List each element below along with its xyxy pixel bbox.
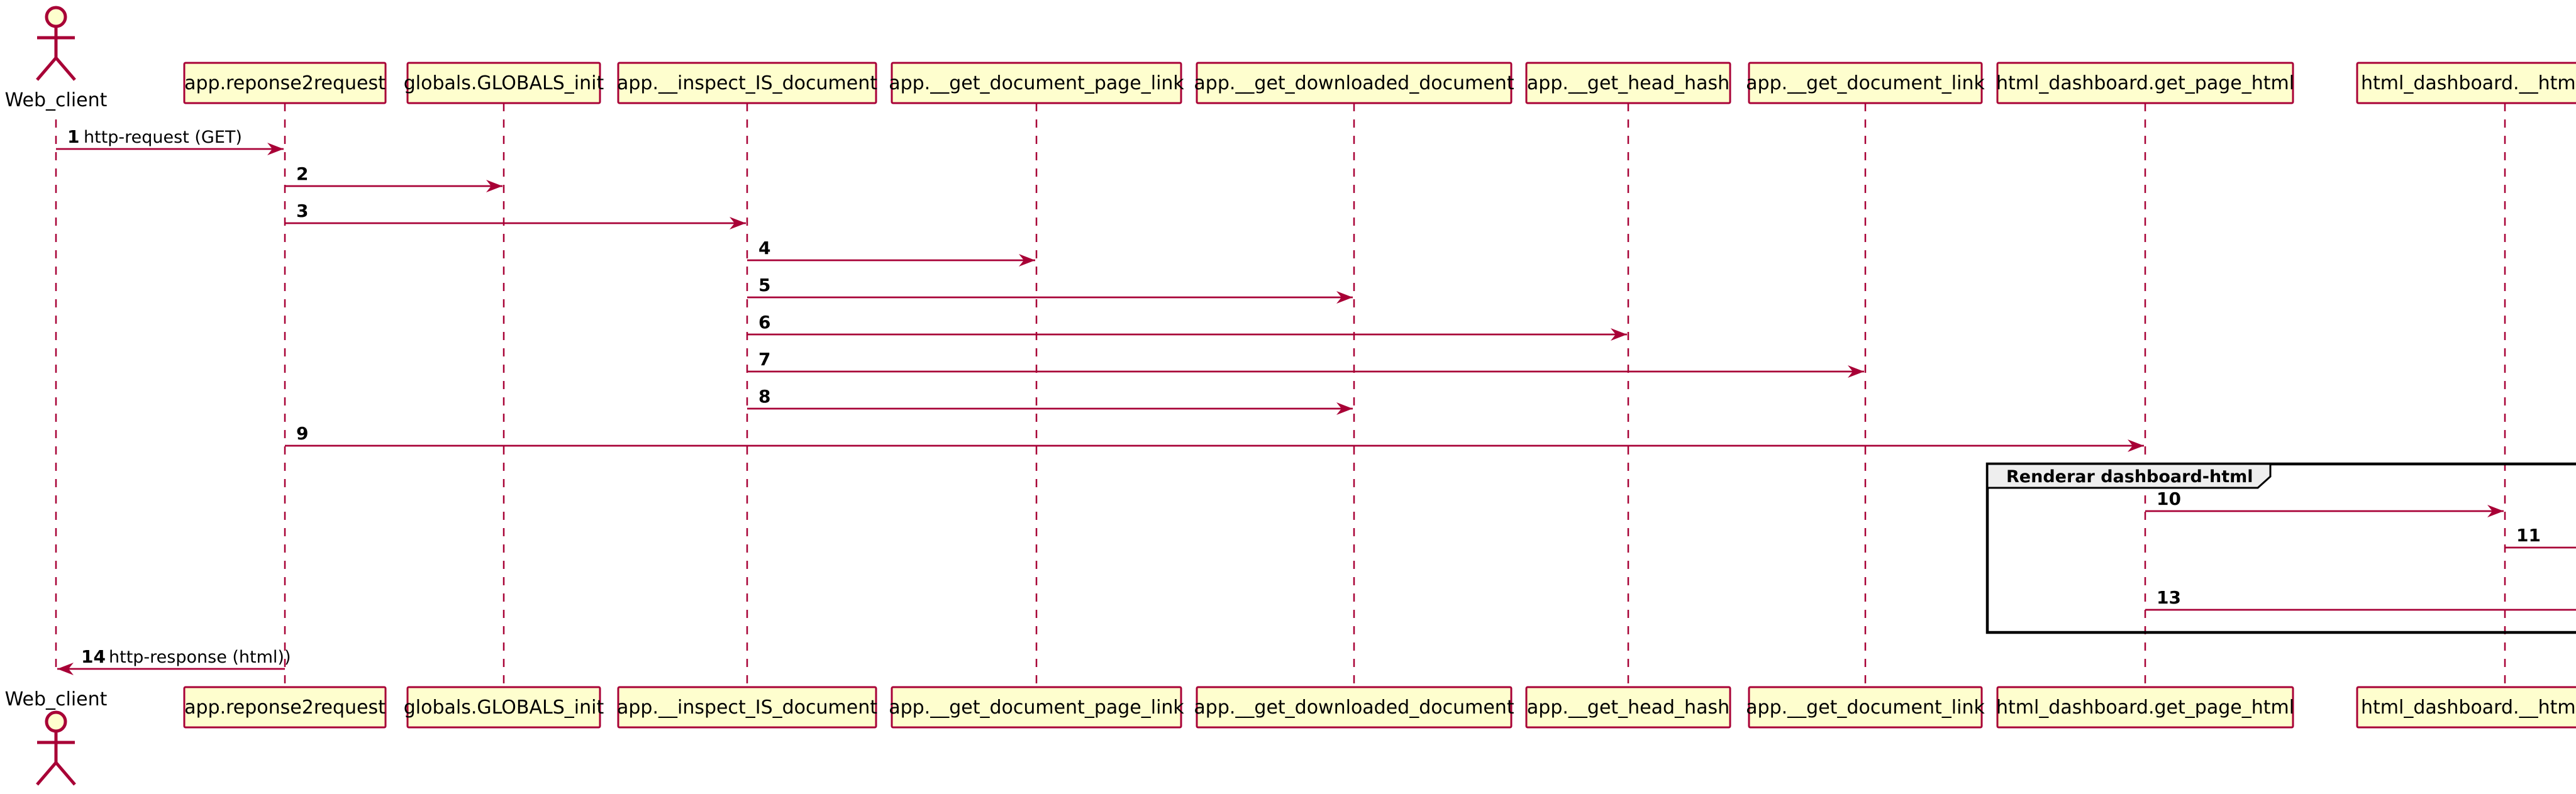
message-number: 14 <box>81 646 106 667</box>
fragment-frame <box>1985 462 2576 634</box>
participant-box-top-p4: app.__get_document_page_link <box>889 62 1184 104</box>
participant-box-bottom-p4: app.__get_document_page_link <box>889 686 1184 729</box>
actor-icon-top <box>36 6 76 81</box>
actor-label: Web_client <box>5 89 108 111</box>
message-number: 4 <box>758 238 770 258</box>
participant-box-bottom-p5: app.__get_downloaded_document <box>1194 686 1514 729</box>
message-number: 10 <box>2157 488 2181 509</box>
message-8: 8 <box>747 386 1353 415</box>
arrowhead <box>57 663 74 675</box>
arrowhead <box>1611 328 1627 341</box>
message-label: http-request (GET) <box>84 128 242 147</box>
message-number: 6 <box>758 312 770 333</box>
message-7: 7 <box>747 349 1864 378</box>
message-number: 7 <box>758 349 770 370</box>
participant-box-top-p6: app.__get_head_hash <box>1525 62 1731 104</box>
participants: app.reponse2request app.reponse2request gl… <box>183 62 2576 729</box>
fragment-renderar-dashboard-html: Renderar dashboard-html <box>1985 462 2576 634</box>
lifelines <box>55 103 2506 687</box>
message-number: 2 <box>296 163 308 184</box>
arrowhead <box>2487 505 2504 517</box>
message-3: 3 <box>285 201 746 229</box>
participant-label: app.__get_document_link <box>1746 697 1985 719</box>
participant-label: globals.GLOBALS_init <box>404 72 604 94</box>
fragment-label: Renderar dashboard-html <box>2006 467 2253 487</box>
arrowhead <box>267 143 284 155</box>
fragment-tab <box>1986 463 2272 489</box>
arrowhead <box>1336 291 1353 304</box>
participant-label: app.reponse2request <box>184 697 386 719</box>
participant-label: app.__get_document_page_link <box>889 697 1184 719</box>
message-label: http-response (html)) <box>109 648 291 667</box>
message-number: 1 <box>67 126 79 147</box>
participant-label: html_dashboard.get_page_html <box>1996 72 2294 94</box>
participant-label: app.__get_downloaded_document <box>1194 697 1514 719</box>
participant-label: app.__get_document_page_link <box>889 72 1184 94</box>
participant-label: html_dashboard.__html_summ <box>2361 72 2576 94</box>
participant-box-bottom-p8: html_dashboard.get_page_html <box>1996 686 2294 729</box>
message-number: 13 <box>2157 587 2181 608</box>
message-13: 13 <box>2145 587 2576 611</box>
arrowhead <box>730 217 746 229</box>
message-5: 5 <box>747 275 1353 304</box>
participant-label: app.__get_downloaded_document <box>1194 72 1514 94</box>
participant-box-top-p9: html_dashboard.__html_summ <box>2356 62 2576 104</box>
participant-box-bottom-p2: globals.GLOBALS_init <box>404 686 604 729</box>
participant-box-bottom-p9: html_dashboard.__html_summ <box>2356 686 2576 729</box>
participant-label: app.__inspect_IS_document <box>617 72 877 94</box>
message-2: 2 <box>285 163 502 192</box>
message-10: 10 <box>2145 488 2504 517</box>
participant-box-bottom-p7: app.__get_document_link <box>1746 686 1985 729</box>
arrowhead <box>1848 365 1864 378</box>
participant-label: html_dashboard.get_page_html <box>1996 697 2294 719</box>
participant-label: app.__get_head_hash <box>1527 697 1729 719</box>
participant-label: html_dashboard.__html_summ <box>2361 697 2576 719</box>
arrowhead <box>486 180 502 192</box>
message-number: 3 <box>296 201 308 221</box>
message-1: 1 http-request (GET) <box>56 126 284 155</box>
participant-box-bottom-p3: app.__inspect_IS_document <box>617 686 877 729</box>
message-number: 5 <box>758 275 770 295</box>
participant-box-top-p5: app.__get_downloaded_document <box>1194 62 1514 104</box>
message-6: 6 <box>747 312 1627 341</box>
participant-label: app.__get_document_link <box>1746 72 1985 94</box>
participant-box-top-p2: globals.GLOBALS_init <box>404 62 604 104</box>
actor-icon-bottom <box>36 710 76 786</box>
participant-label: app.reponse2request <box>184 72 386 94</box>
arrowhead <box>1019 254 1035 267</box>
participant-label: globals.GLOBALS_init <box>404 697 604 719</box>
message-11: 11 <box>2505 525 2576 549</box>
actor-label: Web_client <box>5 688 108 710</box>
participant-box-top-p3: app.__inspect_IS_document <box>617 62 877 104</box>
message-number: 8 <box>758 386 770 407</box>
message-9: 9 <box>285 423 2144 452</box>
participant-box-top-p1: app.reponse2request <box>183 62 387 104</box>
message-number: 9 <box>296 423 308 444</box>
participant-label: app.__get_head_hash <box>1527 72 1729 94</box>
arrowhead <box>1336 402 1353 415</box>
participant-box-bottom-p1: app.reponse2request <box>183 686 387 729</box>
participant-label: app.__inspect_IS_document <box>617 697 877 719</box>
participant-box-top-p7: app.__get_document_link <box>1746 62 1985 104</box>
message-number: 11 <box>2516 525 2541 546</box>
participant-box-top-p8: html_dashboard.get_page_html <box>1996 62 2294 104</box>
participant-box-bottom-p6: app.__get_head_hash <box>1525 686 1731 729</box>
message-4: 4 <box>747 238 1035 267</box>
arrowhead <box>2128 439 2144 452</box>
